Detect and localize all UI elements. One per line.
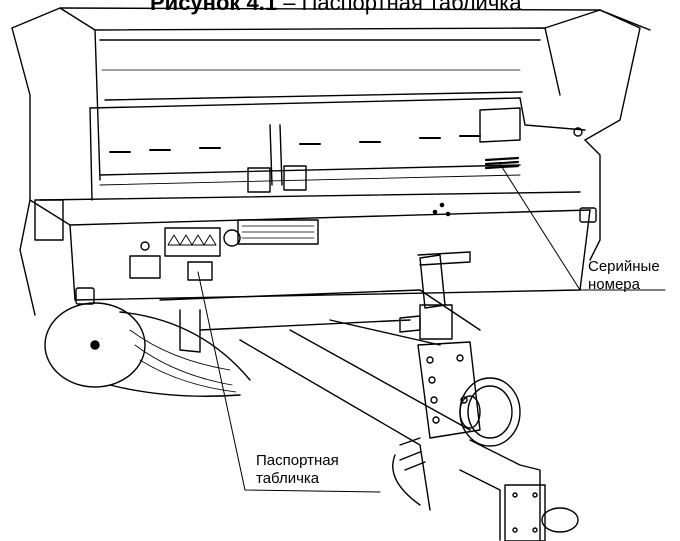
callout-passport-plate: Паспортная табличка [256, 452, 339, 488]
callout-serial-line2: номера [588, 276, 640, 293]
hopper-body [11, 7, 651, 316]
callout-serial-line1: Серийные [588, 258, 660, 275]
callout-serial-numbers: Серийные номера [588, 258, 660, 294]
figure-caption: Рисунок 4.1 – Паспортная табличка [150, 0, 522, 14]
serial-leader [499, 163, 666, 291]
callout-plate-line2: табличка [256, 470, 320, 487]
callout-plate-line1: Паспортная [256, 452, 339, 469]
left-wheel [44, 302, 251, 397]
callout-leaders [197, 163, 666, 493]
drawbar-frame [159, 251, 579, 541]
plate-leader [197, 271, 381, 493]
figure-title: Паспортная табличка [301, 0, 522, 15]
caption-separator: – [277, 0, 302, 15]
figure-number: Рисунок 4.1 [150, 0, 278, 15]
